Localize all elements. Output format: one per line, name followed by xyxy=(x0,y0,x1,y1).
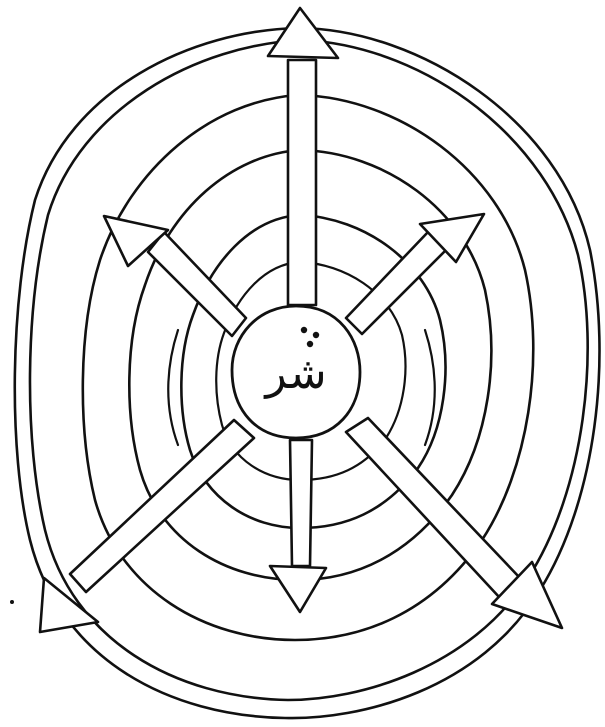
arrow-upper-left-shaft xyxy=(148,232,246,336)
ring-inner-arc-right xyxy=(425,330,435,445)
arrow-lower-right-shaft xyxy=(346,418,520,598)
arrow-lower-right xyxy=(346,418,562,628)
arrow-up-shaft xyxy=(288,60,316,305)
arrow-down-head xyxy=(270,566,326,612)
arrow-up xyxy=(268,8,338,305)
arrow-lower-left xyxy=(40,420,254,632)
central-hub: شر xyxy=(232,306,360,438)
dot-1 xyxy=(301,327,307,333)
ring-inner-arc-left xyxy=(168,330,178,445)
arrow-up-head xyxy=(268,8,338,58)
arrow-upper-left xyxy=(104,216,246,336)
arrow-down-shaft xyxy=(290,440,312,566)
dot-2 xyxy=(313,332,319,338)
center-label: شر xyxy=(263,348,326,399)
dot-3 xyxy=(307,341,313,347)
stray-mark xyxy=(10,600,14,604)
